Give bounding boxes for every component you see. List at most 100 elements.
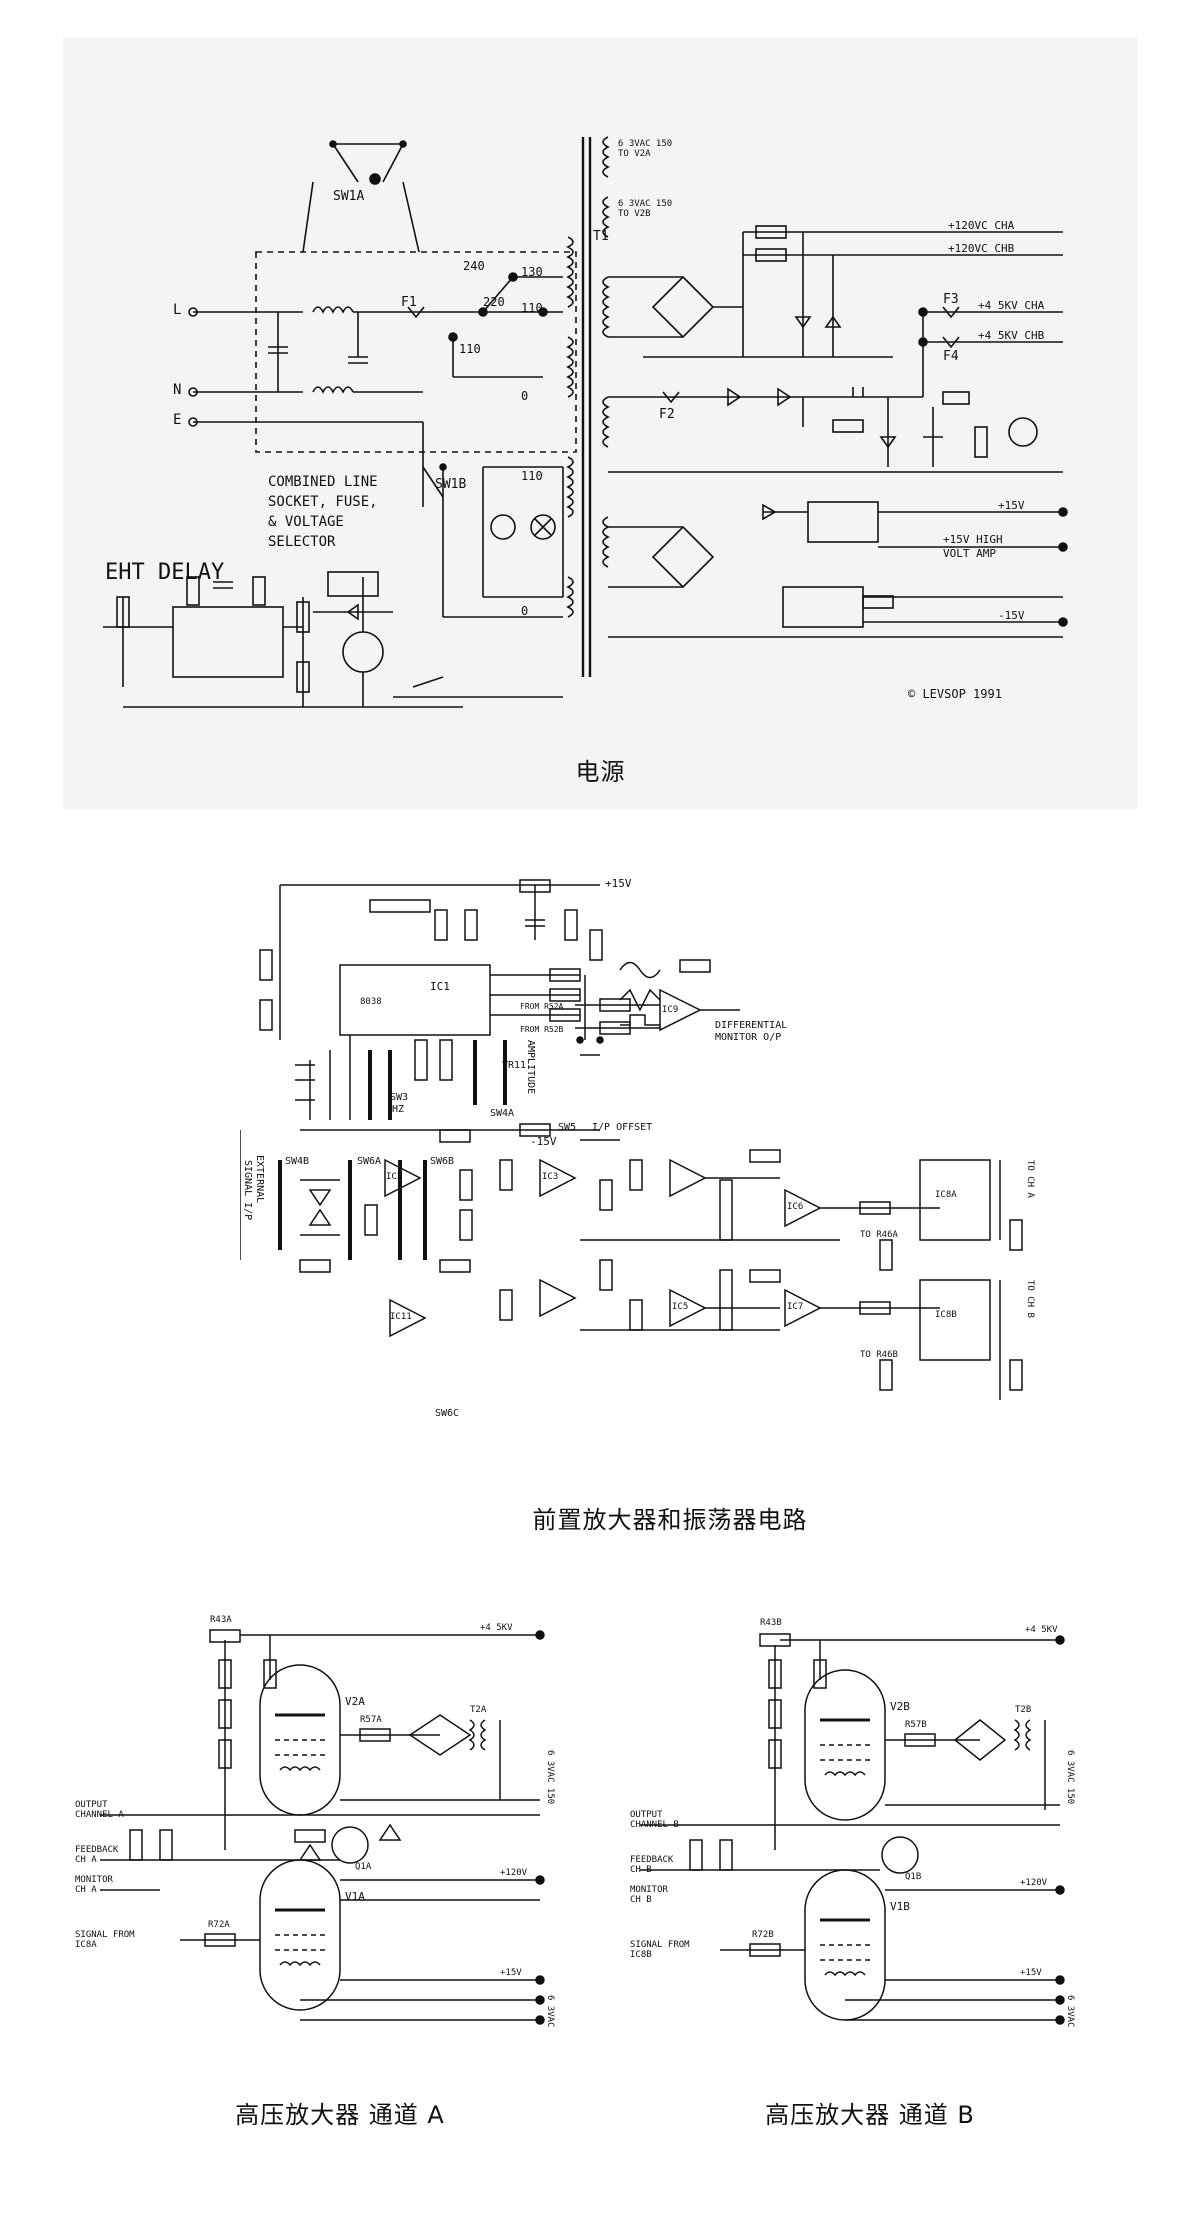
output-label: OUTPUT CHANNEL B bbox=[630, 1810, 679, 1830]
monitor-label: MONITOR CH B bbox=[630, 1885, 668, 1905]
preamp-label: EXTERNAL bbox=[254, 1155, 265, 1204]
t2b-label: T2B bbox=[1015, 1705, 1032, 1715]
preamp-label: -15V bbox=[530, 1135, 557, 1148]
preamp-label: SW5 bbox=[558, 1122, 577, 1133]
copyright: © LEVSOP 1991 bbox=[908, 687, 1002, 701]
preamp-label: IC8B bbox=[935, 1310, 957, 1320]
heater-label: 6 3VAC 150 bbox=[1065, 1750, 1075, 1805]
preamp-label: SW6A bbox=[357, 1156, 382, 1167]
power-supply-panel: EHT DELAY SW1A SW1B T1 COMBINED LINE SOC… bbox=[63, 37, 1138, 809]
r43a-label: R43A bbox=[210, 1615, 232, 1625]
preamp-label: TO CH A bbox=[1025, 1160, 1035, 1198]
tap-label: 110 bbox=[459, 342, 481, 356]
preamp-label: IC5 bbox=[672, 1302, 689, 1312]
hv-amp-a-panel: V2A V1A R43A +4 5KV R57A T2A 6 3VAC 150 … bbox=[75, 1600, 580, 2140]
eht-delay-label: EHT DELAY bbox=[105, 560, 225, 585]
preamp-label: TO R46A bbox=[860, 1230, 898, 1240]
combined-note-line: & VOLTAGE bbox=[268, 514, 344, 530]
signal-label: SIGNAL FROM IC8B bbox=[630, 1940, 690, 1960]
output-line: CHANNEL A bbox=[75, 1810, 124, 1820]
heater2-label: 6 3VAC bbox=[545, 1995, 555, 2028]
heater2-label: 6 3VAC bbox=[1065, 1995, 1075, 2028]
combined-note-line: SELECTOR bbox=[268, 534, 336, 550]
line-label-l: L bbox=[173, 302, 182, 318]
t2a-label: T2A bbox=[470, 1705, 487, 1715]
monitor-line: MONITOR bbox=[630, 1885, 668, 1895]
hv-amp-b-panel: V2B V1B R43B +4 5KV R57B T2B 6 3VAC 150 … bbox=[630, 1600, 1100, 2140]
preamp-label: +15V bbox=[605, 877, 632, 890]
monitor-line: CH A bbox=[75, 1885, 97, 1895]
preamp-schematic bbox=[240, 879, 1023, 1400]
line-label-n: N bbox=[173, 382, 182, 398]
preamp-label: IC3 bbox=[542, 1172, 559, 1182]
preamp-label: IC7 bbox=[787, 1302, 804, 1312]
r72a-label: R72A bbox=[208, 1920, 230, 1930]
output-line: OUTPUT bbox=[630, 1810, 663, 1820]
secondary-label: 6 3VAC 150 TO V2B bbox=[618, 199, 673, 219]
preamp-label: IC1 bbox=[430, 980, 450, 993]
q1b-label: Q1B bbox=[905, 1872, 922, 1882]
preamp-caption: 前置放大器和振荡器电路 bbox=[532, 1506, 808, 1534]
v2b-label: V2B bbox=[890, 1700, 910, 1713]
combined-note-line: SOCKET, FUSE, bbox=[268, 494, 378, 510]
monitor-line: MONITOR bbox=[75, 1875, 113, 1885]
signal-line: IC8A bbox=[75, 1940, 97, 1950]
fuse-label: F4 bbox=[943, 349, 959, 364]
rail-15-label: +15V bbox=[500, 1968, 522, 1978]
output-line: OUTPUT bbox=[75, 1800, 108, 1810]
rail-label: +15V bbox=[998, 499, 1025, 512]
fuse-label: F2 bbox=[659, 407, 675, 422]
tap-label: 110 bbox=[521, 301, 543, 315]
feedback-label: FEEDBACK CH A bbox=[75, 1845, 118, 1865]
preamp-label: FROM R52A bbox=[520, 1002, 564, 1011]
rail-120-label: +120V bbox=[500, 1868, 528, 1878]
combined-note: COMBINED LINE SOCKET, FUSE, & VOLTAGE SE… bbox=[268, 472, 378, 552]
supply-label: +4 5KV bbox=[480, 1623, 513, 1633]
hv-amp-b-schematic bbox=[640, 1633, 1065, 2025]
secondary-label: 6 3VAC 150 TO V2A bbox=[618, 139, 673, 159]
preamp-label: AMPLITUDE bbox=[525, 1040, 536, 1095]
rail-label: +4 5KV CHB bbox=[978, 329, 1045, 342]
feedback-line: FEEDBACK bbox=[630, 1855, 674, 1865]
rail-label: VOLT AMP bbox=[943, 547, 996, 560]
rail-label: +4 5KV CHA bbox=[978, 299, 1045, 312]
preamp-label: HZ bbox=[392, 1104, 405, 1115]
transformer-label: T1 bbox=[593, 229, 609, 244]
sw1a-label: SW1A bbox=[333, 189, 365, 204]
feedback-line: FEEDBACK bbox=[75, 1845, 119, 1855]
rail-label: +15V HIGH bbox=[943, 533, 1003, 546]
tap-label: 130 bbox=[521, 265, 543, 279]
preamp-label: MONITOR O/P bbox=[715, 1032, 782, 1043]
hv-amp-a-caption: 高压放大器 通道 A bbox=[235, 2101, 445, 2129]
hv-amp-a-schematic bbox=[100, 1629, 545, 2025]
tap-label: 220 bbox=[483, 295, 505, 309]
feedback-line: CH B bbox=[630, 1865, 652, 1875]
sw1b-label: SW1B bbox=[435, 477, 467, 492]
rail-15-label: +15V bbox=[1020, 1968, 1042, 1978]
line-label-e: E bbox=[173, 412, 182, 428]
rail-label: -15V bbox=[998, 609, 1025, 622]
r72b-label: R72B bbox=[752, 1930, 774, 1940]
tap-label: 110 bbox=[521, 469, 543, 483]
signal-line: SIGNAL FROM bbox=[75, 1930, 135, 1940]
power-supply-caption: 电源 bbox=[575, 758, 626, 786]
tap-label: 0 bbox=[521, 389, 529, 403]
feedback-label: FEEDBACK CH B bbox=[630, 1855, 673, 1875]
r57a-label: R57A bbox=[360, 1715, 382, 1725]
preamp-panel: IC1 8038 +15V -15V SW3 HZ SW4A AMPLITUDE… bbox=[240, 860, 1100, 1550]
signal-label: SIGNAL FROM IC8A bbox=[75, 1930, 135, 1950]
rail-label: +120VC CHB bbox=[948, 242, 1015, 255]
preamp-label: IC8A bbox=[935, 1190, 957, 1200]
preamp-label: FROM R52B bbox=[520, 1025, 564, 1034]
preamp-label: SW4A bbox=[490, 1108, 515, 1119]
output-line: CHANNEL B bbox=[630, 1820, 679, 1830]
r57b-label: R57B bbox=[905, 1720, 927, 1730]
preamp-label: IC11 bbox=[390, 1312, 412, 1322]
monitor-label: MONITOR CH A bbox=[75, 1875, 113, 1895]
v1b-label: V1B bbox=[890, 1900, 910, 1913]
preamp-label: IC9 bbox=[662, 1005, 679, 1015]
v1a-label: V1A bbox=[345, 1890, 365, 1903]
tap-label: 0 bbox=[521, 604, 529, 618]
preamp-label: TO R46B bbox=[860, 1350, 898, 1360]
feedback-line: CH A bbox=[75, 1855, 97, 1865]
